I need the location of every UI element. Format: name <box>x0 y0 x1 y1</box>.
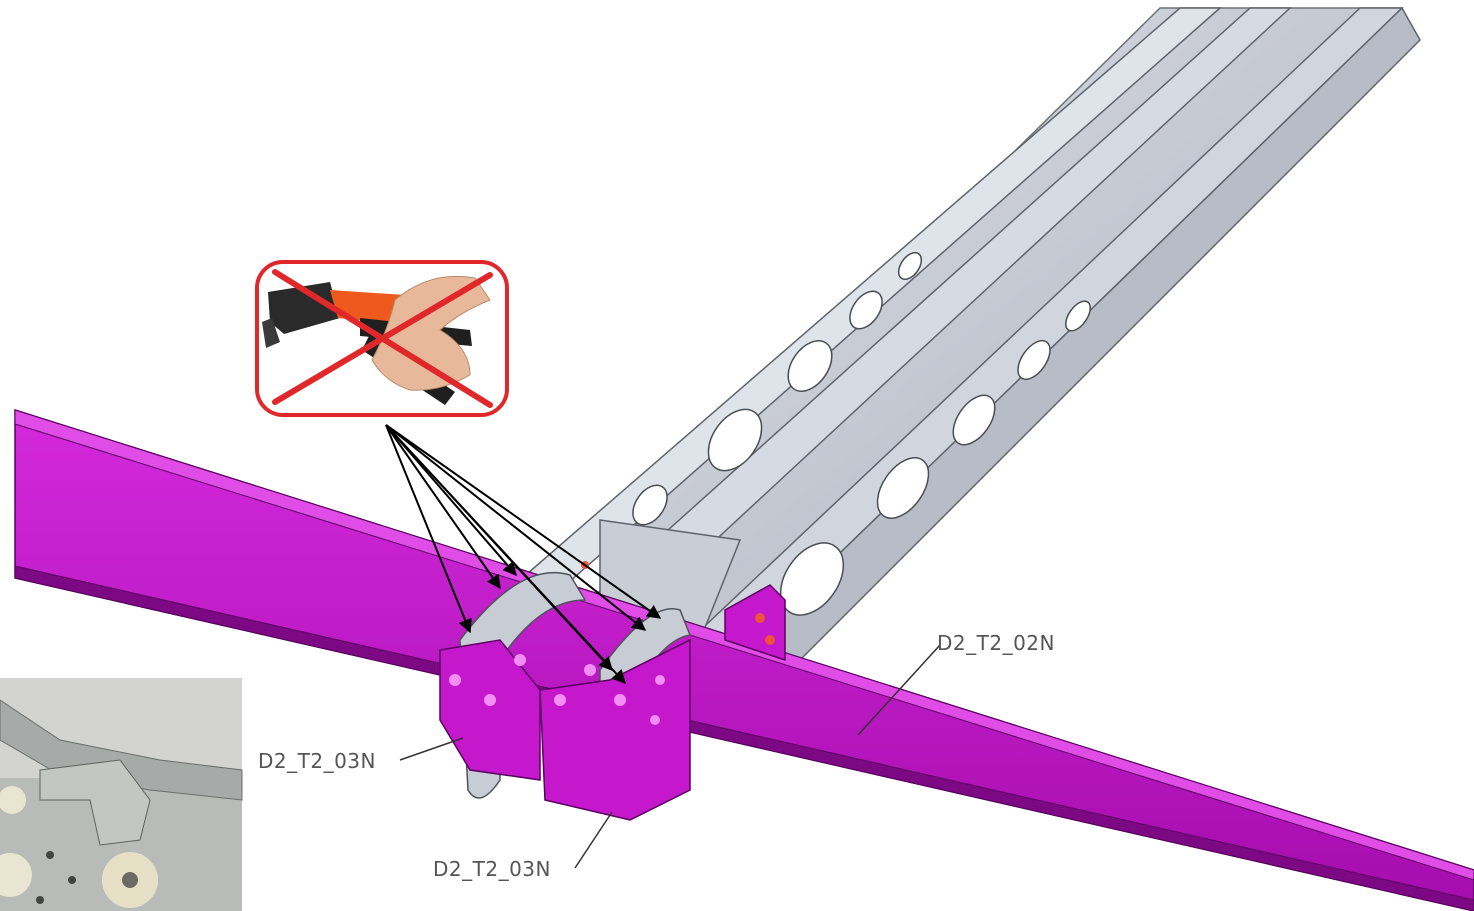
fastener-arrows <box>385 424 662 685</box>
lightening-holes <box>632 251 1091 616</box>
magenta-brackets <box>439 584 786 821</box>
label-spar-part: D2_T2_02N <box>937 631 1055 655</box>
bracket-holes <box>449 654 665 725</box>
label-bracket-bottom: D2_T2_03N <box>433 857 551 881</box>
no-rivet-gun-icon <box>255 260 509 417</box>
photo-inset <box>0 678 243 911</box>
truss-frame <box>518 6 1421 661</box>
label-bracket-left: D2_T2_03N <box>258 749 376 773</box>
leader-lines <box>399 644 941 869</box>
